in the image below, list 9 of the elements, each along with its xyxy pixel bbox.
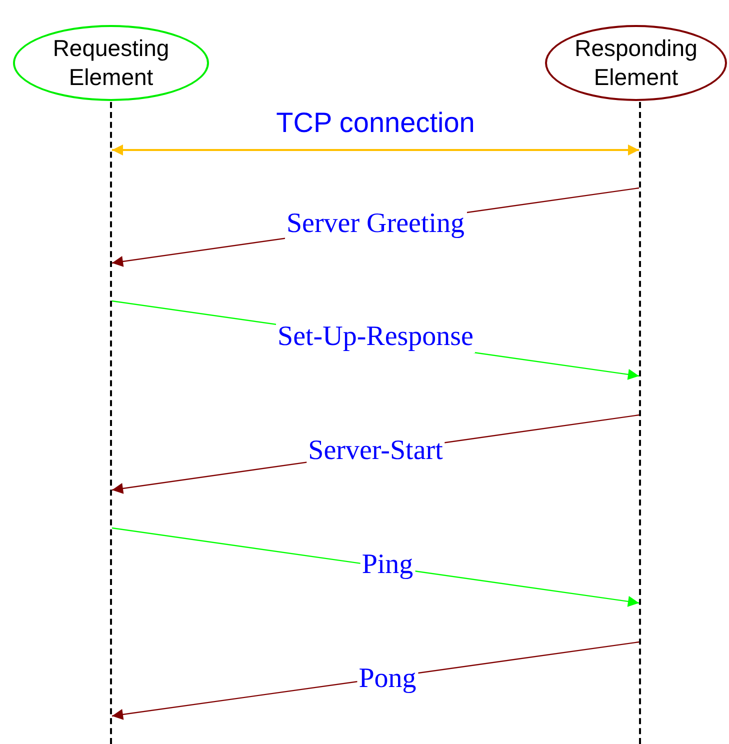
- message-arrow: [112, 641, 640, 720]
- edge-label: Set-Up-Response: [276, 321, 476, 353]
- lifeline: [110, 102, 112, 744]
- participant-ellipse: Requesting Element: [13, 25, 209, 101]
- participant-ellipse: Responding Element: [545, 25, 727, 101]
- lifeline: [639, 102, 641, 744]
- message-arrow: [112, 144, 639, 156]
- edge-label: TCP connection: [275, 107, 476, 139]
- message-arrow: [112, 527, 640, 607]
